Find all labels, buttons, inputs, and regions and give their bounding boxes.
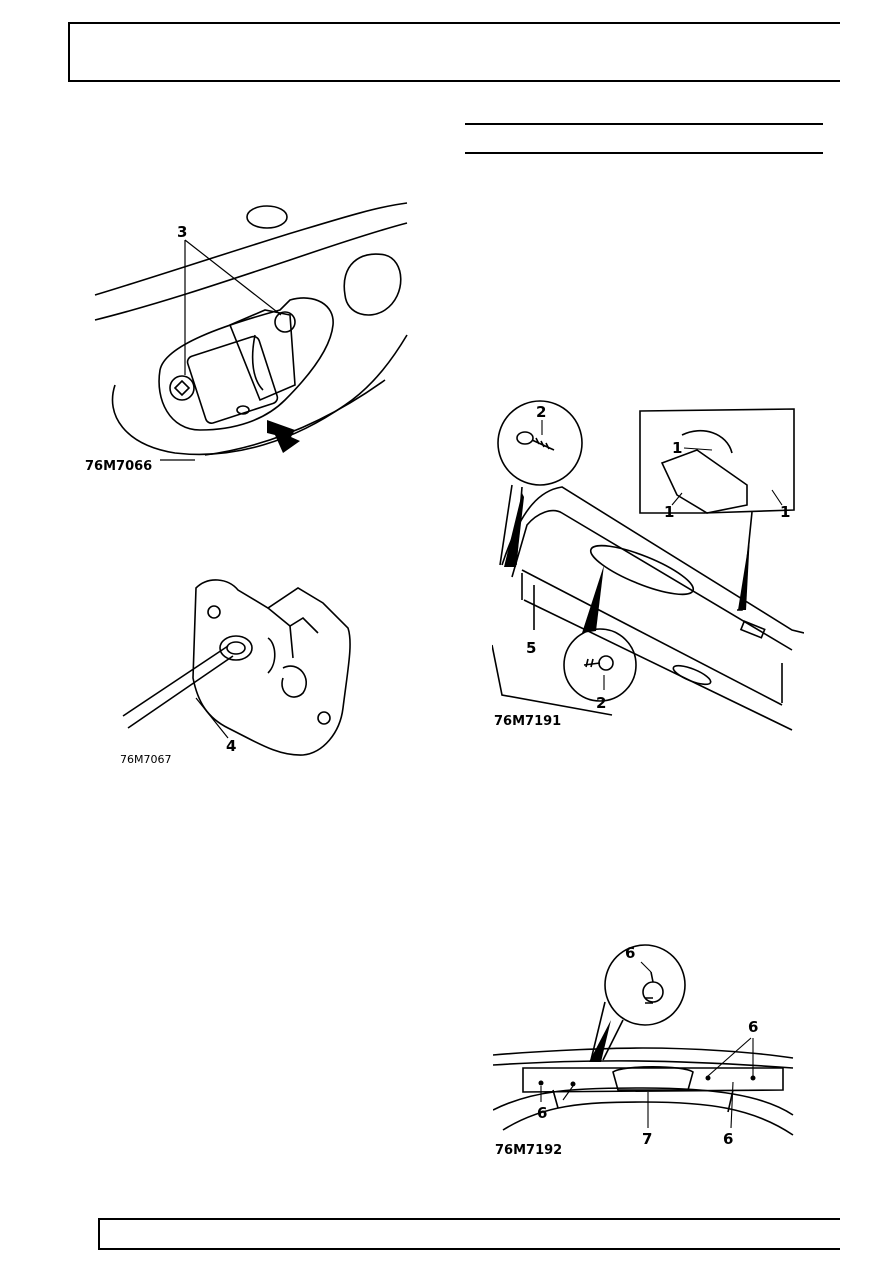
page-header-box	[68, 22, 840, 82]
callout-4: 4	[226, 737, 236, 755]
callout-1-left: 1	[664, 503, 674, 521]
figure-code-a: 76M7066	[85, 459, 152, 474]
callout-2-top: 2	[536, 403, 546, 421]
callout-5: 5	[526, 639, 536, 657]
section-rule-bottom	[465, 152, 823, 154]
figure-striker-bolts: 3 76M7066	[85, 185, 415, 480]
section-rule-top	[465, 123, 823, 125]
callout-6-circle: 6	[625, 944, 635, 962]
page-footer-box	[98, 1218, 840, 1250]
callout-1-top: 1	[672, 439, 682, 457]
callout-6-top-right: 6	[748, 1018, 758, 1036]
callout-6-bottom-left: 6	[537, 1104, 547, 1122]
callout-3: 3	[177, 223, 187, 241]
tailgate-lamp-illustration: 2 1 1 1 5 2 76M7191	[492, 400, 804, 731]
callout-1-right: 1	[780, 503, 790, 521]
figure-code-c: 76M7191	[494, 714, 561, 729]
callout-6-bottom-right: 6	[723, 1130, 733, 1148]
figure-tailgate-lamp: 2 1 1 1 5 2 76M7191	[492, 395, 804, 735]
figure-code-b: 76M7067	[120, 753, 171, 766]
callout-7: 7	[642, 1130, 652, 1148]
figure-latch-cable: 4 76M7067	[118, 568, 368, 768]
figure-tailgate-trim: 6 6 6 7 6 76M7192	[493, 940, 798, 1158]
figure-code-d: 76M7192	[495, 1143, 562, 1158]
tailgate-trim-illustration: 6 6 6 7 6 76M7192	[493, 944, 794, 1158]
striker-illustration: 3 76M7066	[85, 202, 408, 474]
callout-2-bottom: 2	[596, 694, 606, 712]
latch-illustration: 4 76M7067	[120, 579, 351, 766]
